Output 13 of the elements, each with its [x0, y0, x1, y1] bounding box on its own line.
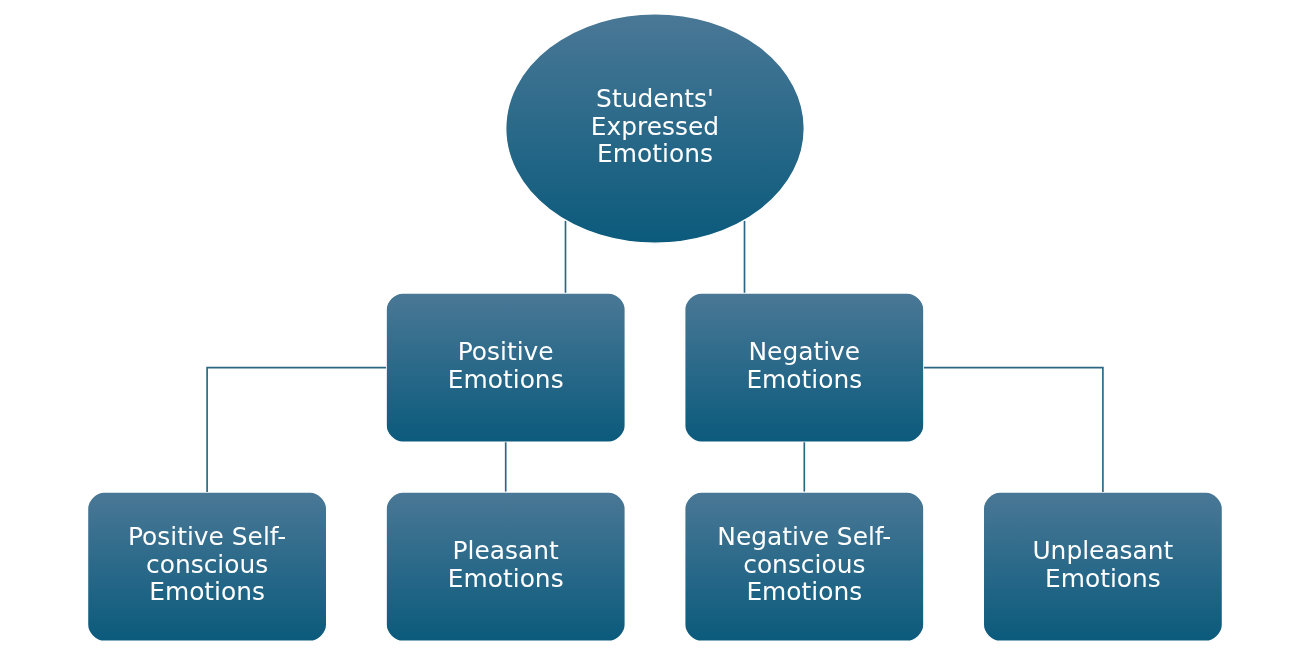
node-box: Positive Emotions	[385, 292, 626, 443]
node-box: Negative Self-conscious Emotions	[684, 491, 925, 642]
connector	[923, 366, 1104, 493]
node-box: Negative Emotions	[684, 292, 925, 443]
node-box: Unpleasant Emotions	[982, 491, 1224, 642]
connector	[564, 220, 567, 294]
node-ellipse: Students' Expressed Emotions	[505, 13, 805, 244]
connector	[803, 441, 806, 493]
node-box: Pleasant Emotions	[385, 491, 626, 642]
connector	[743, 220, 746, 294]
connector	[504, 441, 507, 493]
node-box: Positive Self-conscious Emotions	[86, 491, 328, 642]
connector	[206, 366, 387, 493]
